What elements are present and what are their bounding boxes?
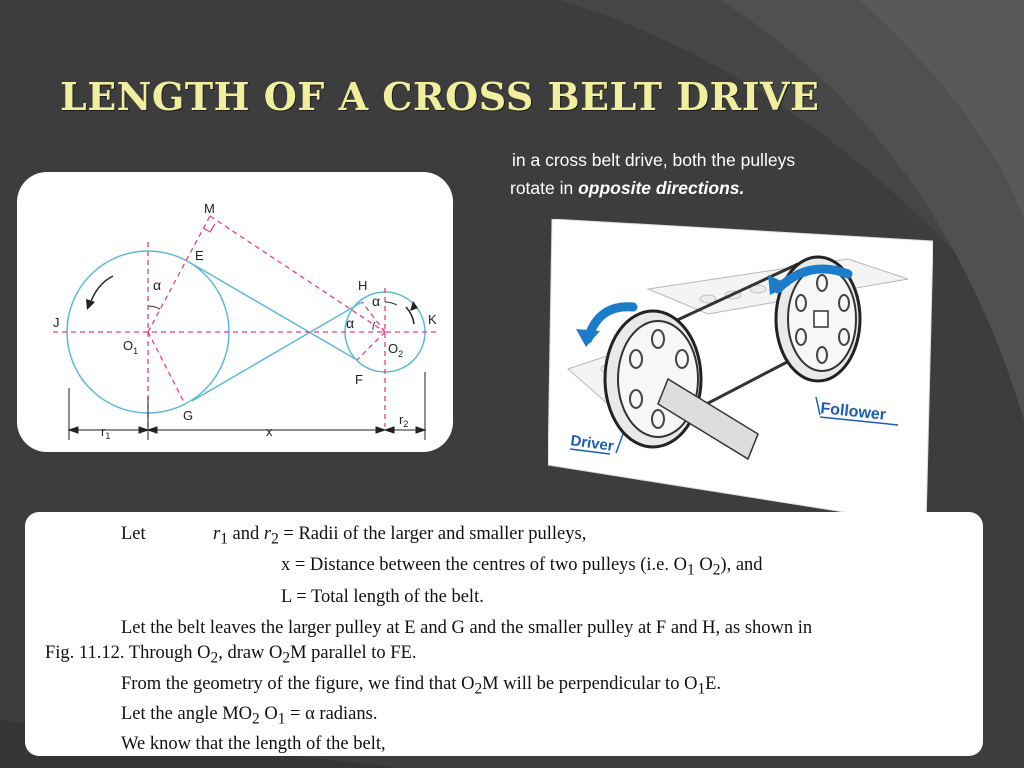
- def-radii-r1-sub: 1: [220, 530, 228, 548]
- intro-line-2-prefix: rotate in: [510, 178, 579, 198]
- intro-emphasis: opposite directions.: [578, 178, 745, 198]
- label-F: F: [355, 372, 363, 387]
- para-length-intro: We know that the length of the belt,: [121, 734, 386, 754]
- label-r2-main: r: [399, 412, 404, 427]
- label-alpha-2: α: [346, 315, 354, 331]
- para-geometry-b: M will be perpendicular to O: [482, 674, 698, 694]
- label-O1-main: O: [123, 338, 133, 353]
- def-distance-sub2: 2: [712, 561, 721, 579]
- para-geometry: From the geometry of the figure, we find…: [121, 674, 721, 699]
- def-length: L = Total length of the belt.: [281, 587, 484, 607]
- label-M: M: [204, 201, 215, 216]
- para-through-o2-a: Fig. 11.12. Through O: [45, 643, 211, 663]
- label-K: K: [428, 312, 437, 327]
- label-O2-main: O: [388, 341, 398, 356]
- para-angle-a: Let the angle MO: [121, 704, 252, 724]
- def-radii-rest: = Radii of the larger and smaller pulley…: [278, 524, 587, 544]
- label-r2-sub: 2: [403, 419, 408, 429]
- intro-text: in a cross belt drive, both the pulleys …: [510, 146, 910, 202]
- def-radii: r1 and r2 = Radii of the larger and smal…: [213, 524, 586, 549]
- para-geometry-a: From the geometry of the figure, we find…: [121, 674, 475, 694]
- para-through-o2-c: M parallel to FE.: [290, 643, 417, 663]
- para-angle: Let the angle MO2 O1 = α radians.: [121, 704, 377, 729]
- belt-lower-tangent: [191, 301, 363, 402]
- rotation-arrow-small: [405, 306, 415, 325]
- def-radii-r2: r: [263, 524, 272, 544]
- para-geometry-c: E.: [705, 674, 722, 694]
- label-O2-sub: 2: [398, 349, 403, 359]
- def-distance-sub1: 1: [687, 561, 695, 579]
- derivation-text: Let r1 and r2 = Radii of the larger and …: [25, 512, 983, 756]
- label-r1-main: r: [101, 424, 106, 439]
- diagram-svg: M E H J K O1 O2 F G α α α r1 x r2: [53, 201, 437, 441]
- label-alpha-3: α: [372, 293, 380, 309]
- cross-belt-diagram: M E H J K O1 O2 F G α α α r1 x r2: [17, 172, 453, 452]
- para-belt-leaves: Let the belt leaves the larger pulley at…: [121, 618, 813, 638]
- intro-line-1: in a cross belt drive, both the pulleys: [512, 150, 796, 170]
- label-O1-sub: 1: [133, 346, 138, 356]
- follower-pulley: [774, 255, 862, 383]
- para-through-o2: Fig. 11.12. Through O2, draw O2M paralle…: [45, 643, 417, 668]
- para-angle-sub2: 1: [277, 710, 286, 728]
- label-alpha-1: α: [153, 277, 161, 293]
- label-r2: r2: [399, 412, 408, 429]
- para-geometry-sub1: 2: [474, 680, 483, 698]
- para-geometry-sub2: 1: [697, 680, 706, 698]
- label-J: J: [53, 315, 60, 330]
- para-angle-b: O: [259, 704, 278, 724]
- label-H: H: [358, 278, 367, 293]
- def-distance-mid: O: [694, 555, 713, 575]
- para-angle-c: = α radians.: [285, 704, 378, 724]
- para-through-o2-b: , draw O: [218, 643, 283, 663]
- label-x: x: [266, 424, 273, 439]
- driver-pulley: [603, 309, 759, 461]
- follower-label: Follower: [820, 400, 887, 424]
- belt-upper-tangent: [188, 261, 358, 361]
- def-distance-text: x = Distance between the centres of two …: [281, 555, 687, 575]
- def-radii-and: and: [227, 524, 264, 544]
- def-distance: x = Distance between the centres of two …: [281, 555, 763, 580]
- para-through-o2-sub2: 2: [282, 649, 291, 667]
- para-angle-sub1: 2: [252, 710, 260, 728]
- label-G: G: [183, 408, 193, 423]
- def-distance-end: ), and: [720, 555, 763, 575]
- label-E: E: [195, 248, 204, 263]
- construction-lines: [53, 215, 437, 427]
- slide-title: Length of a Cross Belt Drive: [60, 74, 820, 119]
- def-radii-r1: r: [213, 524, 221, 544]
- pulley-photo: Driver Follower: [547, 218, 934, 526]
- label-O1: O1: [123, 338, 138, 356]
- driver-label: Driver: [569, 432, 614, 455]
- photo-svg: Driver Follower: [547, 218, 934, 526]
- label-O2: O2: [388, 341, 403, 359]
- let-label: Let: [121, 524, 146, 544]
- def-radii-r2-sub: 2: [271, 530, 279, 548]
- label-r1-sub: 1: [105, 431, 110, 441]
- rotation-arrow-large: [89, 275, 114, 305]
- para-through-o2-sub1: 2: [210, 649, 219, 667]
- label-r1: r1: [101, 424, 110, 441]
